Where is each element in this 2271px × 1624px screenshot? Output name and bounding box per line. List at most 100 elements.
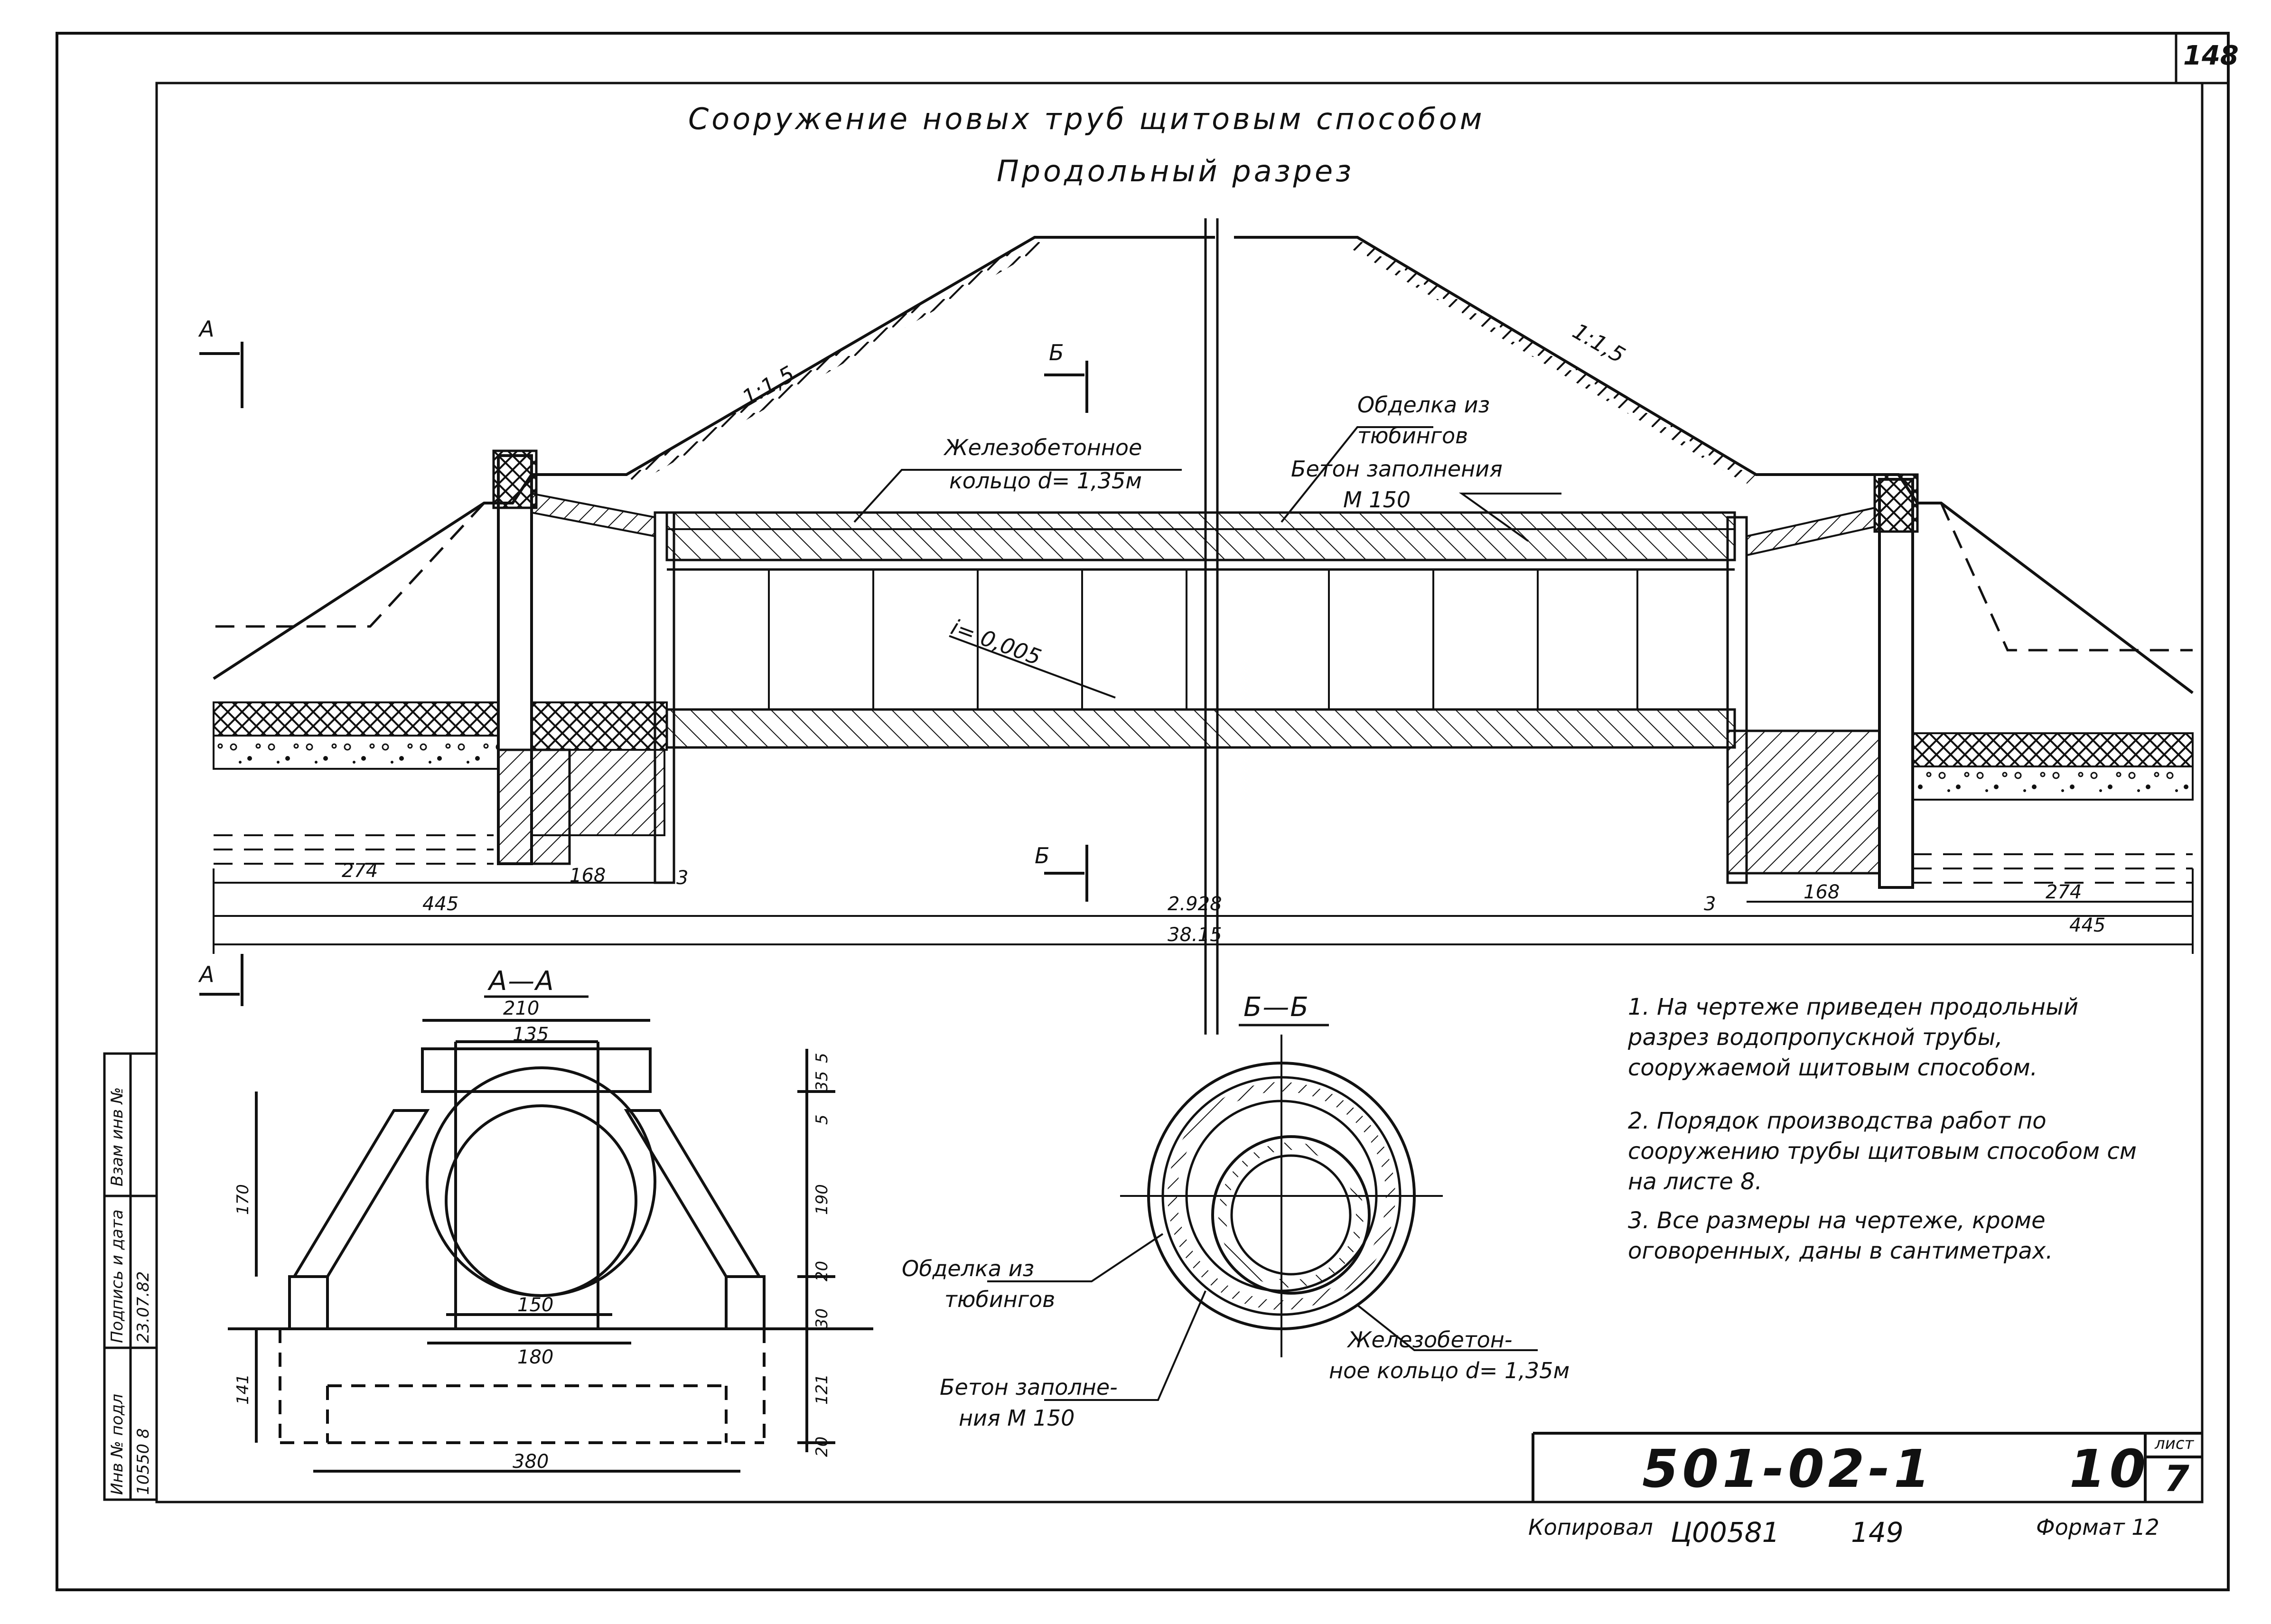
aa-dim-5a: 5 xyxy=(813,1053,832,1063)
title-block xyxy=(1532,1432,2202,1502)
gravel-layer-left xyxy=(213,735,499,770)
aa-dim-35: 35 xyxy=(813,1071,832,1092)
dim-168-right: 168 xyxy=(1804,881,1840,903)
stamp-col3-value: 10550 8 xyxy=(134,1428,153,1495)
stamp-col2-top: Подпись и дата xyxy=(108,1209,127,1343)
dim-445-right: 445 xyxy=(2069,915,2106,936)
fill-label-line2: М 150 xyxy=(1343,487,1411,513)
dashed-old-right xyxy=(1940,502,2193,652)
aa-dim-210: 210 xyxy=(503,998,540,1019)
crosshatch-shell-left xyxy=(531,701,668,751)
aa-dim-121: 121 xyxy=(813,1374,832,1405)
section-mark-a-top: А xyxy=(199,316,215,342)
list-label: лист xyxy=(2155,1434,2194,1453)
ring-joints xyxy=(768,569,1638,709)
dim-3815: 38.15 xyxy=(1168,924,1222,946)
aa-dim-170: 170 xyxy=(234,1184,252,1215)
aa-base-left xyxy=(288,1275,329,1330)
fill-label-line1: Бетон заполнения xyxy=(1291,456,1503,482)
lining-label-line1: Обделка из xyxy=(1357,392,1490,418)
foundation-hatch-left xyxy=(531,749,665,836)
portal-collar-right xyxy=(1726,516,1748,884)
section-marker-a-bottom xyxy=(199,954,243,1006)
note-1: 1. На чертеже приведен продольный разрез… xyxy=(1628,994,2079,1081)
note-2: 2. Порядок производства работ по сооруже… xyxy=(1628,1108,2137,1195)
aa-dim-20a: 20 xyxy=(813,1260,832,1281)
footer-format: Формат 12 xyxy=(2036,1514,2159,1540)
aa-wing-left xyxy=(291,1109,430,1278)
stamp-col2-value: 23.07.82 xyxy=(134,1271,153,1343)
sheet-number-box xyxy=(2175,32,2230,84)
aa-dim-141: 141 xyxy=(234,1374,252,1405)
slope-hatch-right xyxy=(1348,237,1756,484)
aa-inner-ring xyxy=(445,1104,637,1297)
document-code: 501-02-1 xyxy=(1642,1438,1934,1499)
ring-label-line1: Железобетонное xyxy=(944,435,1142,460)
portal-collar-left xyxy=(654,511,675,884)
bb-fill-line1: Бетон заполне- xyxy=(940,1374,1118,1400)
bb-ring-line2: ное кольцо d= 1,35м xyxy=(1329,1358,1570,1383)
bb-lining-line1: Обделка из xyxy=(902,1256,1035,1281)
portal-cap-left xyxy=(492,449,538,509)
pipe-top-hatch xyxy=(665,511,1736,561)
drawing-subtitle: Продольный разрез xyxy=(997,154,1355,188)
crosshatch-layer-left xyxy=(213,701,499,737)
section-mark-a-bottom: А xyxy=(199,961,215,987)
aa-top-slab xyxy=(421,1047,652,1093)
drawing-title: Сооружение новых труб щитовым способом xyxy=(688,102,1485,136)
bb-ring-line1: Железобетон- xyxy=(1348,1327,1513,1353)
note-3: 3. Все размеры на чертеже, кроме оговоре… xyxy=(1628,1207,2053,1264)
dim-3-right: 3 xyxy=(1704,893,1716,915)
list-value: 7 xyxy=(2164,1457,2189,1500)
aa-outer-ring xyxy=(426,1066,656,1297)
dim-168-left: 168 xyxy=(570,865,606,887)
stamp-col1-top: Взам инв № xyxy=(108,1087,127,1186)
crosshatch-layer-right xyxy=(1912,732,2194,767)
pipe-bottom-hatch xyxy=(665,708,1736,749)
aa-dim-5b: 5 xyxy=(813,1114,832,1125)
leader-lines xyxy=(853,426,1561,699)
dim-3-left: 3 xyxy=(676,867,689,889)
dim-445-left: 445 xyxy=(422,893,459,915)
portal-footing-right xyxy=(1726,729,1881,875)
portal-cap-right xyxy=(1873,473,1919,533)
dashed-old-left xyxy=(214,502,485,628)
dim-274-left: 274 xyxy=(342,860,378,882)
section-mark-b-top: Б xyxy=(1049,340,1064,365)
ring-label-line2: кольцо d= 1,35м xyxy=(949,468,1142,494)
aa-dim-180: 180 xyxy=(517,1346,554,1368)
section-marker-a-top xyxy=(199,342,243,408)
side-stamp xyxy=(103,1052,158,1501)
footer-copied: Копировал xyxy=(1528,1514,1653,1540)
aa-base-right xyxy=(725,1275,766,1330)
dashed-ground-lines xyxy=(214,834,2193,884)
stamp-col3-top: Инв № подл xyxy=(108,1394,127,1495)
inner-frame xyxy=(155,82,2204,1503)
dimension-lines xyxy=(213,868,2194,954)
section-marker-b-top xyxy=(1044,361,1088,413)
footer-num: 149 xyxy=(1851,1516,1904,1549)
transition-left xyxy=(531,492,656,538)
section-marker-b-bottom xyxy=(1044,845,1088,902)
aa-dim-190: 190 xyxy=(813,1184,832,1215)
dim-274-right: 274 xyxy=(2046,881,2082,903)
outer-frame xyxy=(56,32,2230,1591)
section-mark-b-bottom: Б xyxy=(1035,843,1050,868)
section-bb-drawing xyxy=(987,1035,1538,1401)
aa-dim-20b: 20 xyxy=(813,1436,832,1457)
sheet-number: 148 xyxy=(2183,40,2239,71)
footer-ident: Ц00581 xyxy=(1671,1516,1780,1549)
aa-dim-30: 30 xyxy=(813,1308,832,1329)
bb-lining-line2: тюбингов xyxy=(944,1287,1056,1312)
aa-dim-150: 150 xyxy=(517,1294,554,1316)
section-aa-title: А—А xyxy=(489,966,555,997)
aa-dim-380: 380 xyxy=(513,1451,549,1473)
portal-wall-right xyxy=(1878,478,1914,889)
dim-2928: 2.928 xyxy=(1168,893,1222,915)
document-sheet: 10 xyxy=(2069,1438,2150,1499)
bb-fill-line2: ния М 150 xyxy=(959,1405,1075,1431)
transition-right xyxy=(1746,506,1876,557)
section-aa-drawing xyxy=(228,1019,873,1473)
lining-label-line2: тюбингов xyxy=(1357,423,1468,448)
